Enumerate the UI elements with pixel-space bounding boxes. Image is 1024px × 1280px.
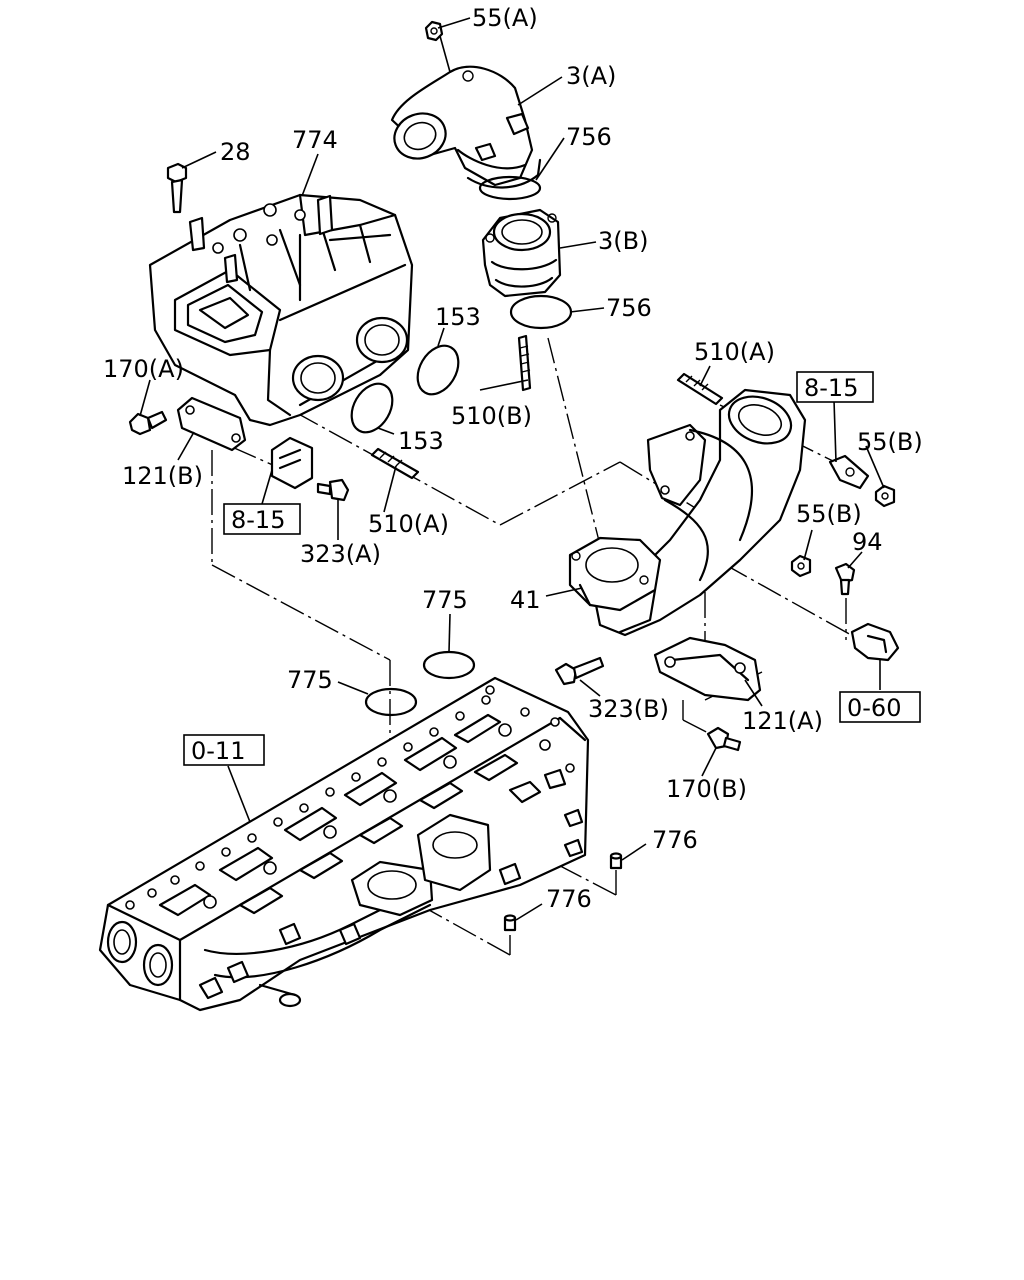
ref-box-8-15-right[interactable]: 8-15	[796, 371, 874, 403]
bolt-323a	[316, 478, 350, 502]
label-756-top: 756	[566, 123, 612, 151]
thermostat-housing-3b	[481, 208, 562, 298]
leader-lines	[139, 17, 885, 921]
sensor-8-15	[828, 454, 870, 490]
oring-775-lower	[364, 687, 418, 717]
label-510b: 510(B)	[451, 402, 532, 430]
label-153-lower: 153	[398, 427, 444, 455]
ref-label-0-11: 0-11	[191, 737, 245, 765]
label-774: 774	[292, 126, 338, 154]
part-labels: 55(A) 3(A) 756 28 774 3(B) 756 153 153 5…	[103, 4, 923, 913]
nut-55a-top	[424, 20, 444, 42]
label-55b-right: 55(B)	[857, 428, 923, 456]
label-775-upper: 775	[422, 586, 468, 614]
label-55a-top: 55(A)	[472, 4, 538, 32]
label-94: 94	[852, 528, 883, 556]
label-323a: 323(A)	[300, 540, 381, 568]
ref-label-8-15-left: 8-15	[231, 506, 285, 534]
label-776-lower: 776	[546, 885, 592, 913]
ref-label-0-60: 0-60	[847, 694, 901, 722]
bracket-left	[270, 436, 314, 490]
label-776-upper: 776	[652, 826, 698, 854]
label-775-lower: 775	[287, 666, 333, 694]
gasket-756-top	[478, 175, 542, 201]
label-323b: 323(B)	[588, 695, 669, 723]
nut-55b-right	[874, 484, 896, 508]
label-170a: 170(A)	[103, 355, 184, 383]
label-170b: 170(B)	[666, 775, 747, 803]
stud-510a-right	[676, 372, 724, 406]
flange-41	[568, 536, 662, 634]
ref-label-8-15-right: 8-15	[804, 374, 858, 402]
stud-510b	[517, 334, 532, 392]
label-153-upper: 153	[435, 303, 481, 331]
ref-box-8-15-left[interactable]: 8-15	[223, 503, 301, 535]
label-55b-mid: 55(B)	[796, 500, 862, 528]
manifold-housing-774	[148, 193, 414, 427]
plate-121b	[176, 396, 247, 452]
label-3b: 3(B)	[598, 227, 648, 255]
sensor-0-60	[850, 622, 900, 662]
bolt-170b	[706, 726, 742, 752]
cylinder-head-0-11	[98, 676, 590, 1012]
label-510a-right: 510(A)	[694, 338, 775, 366]
dowel-776-lower	[503, 914, 517, 932]
label-3a: 3(A)	[566, 62, 616, 90]
bracket-121a	[653, 636, 762, 702]
oring-153-lower	[350, 382, 394, 434]
label-510a-mid: 510(A)	[368, 510, 449, 538]
bolt-94	[834, 562, 856, 596]
nut-55b-mid	[790, 554, 812, 578]
bolt-170a	[128, 410, 168, 436]
ref-box-0-11[interactable]: 0-11	[183, 734, 265, 766]
label-756-mid: 756	[606, 294, 652, 322]
label-41: 41	[510, 586, 541, 614]
stud-510a-mid	[370, 447, 420, 480]
oring-153-upper	[416, 344, 460, 396]
ref-box-0-60[interactable]: 0-60	[839, 691, 921, 723]
cylinder-head-holes	[125, 685, 575, 910]
label-28: 28	[220, 138, 251, 166]
label-121a: 121(A)	[742, 707, 823, 735]
bolt-28	[166, 162, 188, 214]
dowel-776-upper	[609, 852, 623, 870]
water-outlet-pipe-3a	[390, 65, 542, 189]
label-121b: 121(B)	[122, 462, 203, 490]
bolt-323b	[554, 656, 605, 686]
gasket-756-mid	[509, 294, 573, 330]
oring-775-upper	[422, 650, 476, 680]
